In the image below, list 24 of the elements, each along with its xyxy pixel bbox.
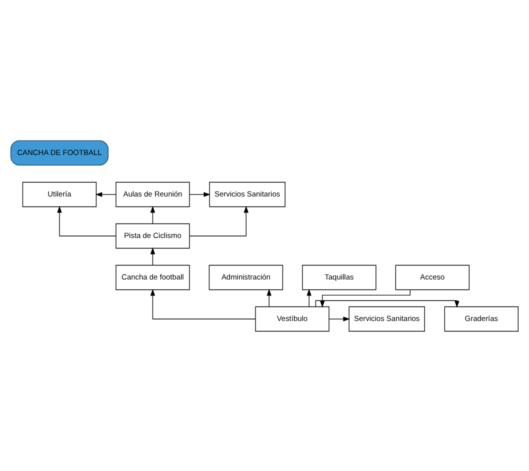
node-box: Aulas de Reunión bbox=[116, 181, 190, 207]
arrow bbox=[266, 288, 272, 306]
node-box: Graderías bbox=[444, 306, 519, 332]
arrow bbox=[95, 192, 116, 196]
node-box: Servicios Sanitarios bbox=[209, 181, 286, 207]
node-box: CANCHA DE FOOTBALL bbox=[10, 140, 108, 166]
node-box: Servicios Sanitarios bbox=[348, 306, 425, 332]
node-box: Acceso bbox=[395, 264, 470, 290]
node-box: Cancha de football bbox=[116, 264, 190, 290]
node-box: Administración bbox=[208, 264, 284, 290]
arrow bbox=[315, 300, 460, 308]
node-box: Taquillas bbox=[302, 264, 376, 290]
arrow bbox=[150, 246, 156, 265]
arrow bbox=[306, 288, 312, 306]
arrow bbox=[189, 205, 248, 236]
arrow bbox=[328, 316, 350, 321]
arrow bbox=[150, 205, 156, 224]
arrow bbox=[150, 288, 256, 319]
arrow bbox=[57, 205, 116, 236]
arrow bbox=[189, 192, 210, 196]
node-box: Vestíbulo bbox=[255, 306, 330, 332]
node-box: Utilería bbox=[22, 181, 97, 207]
arrow bbox=[320, 288, 410, 308]
node-box: Pista de Ciclismo bbox=[116, 222, 190, 248]
